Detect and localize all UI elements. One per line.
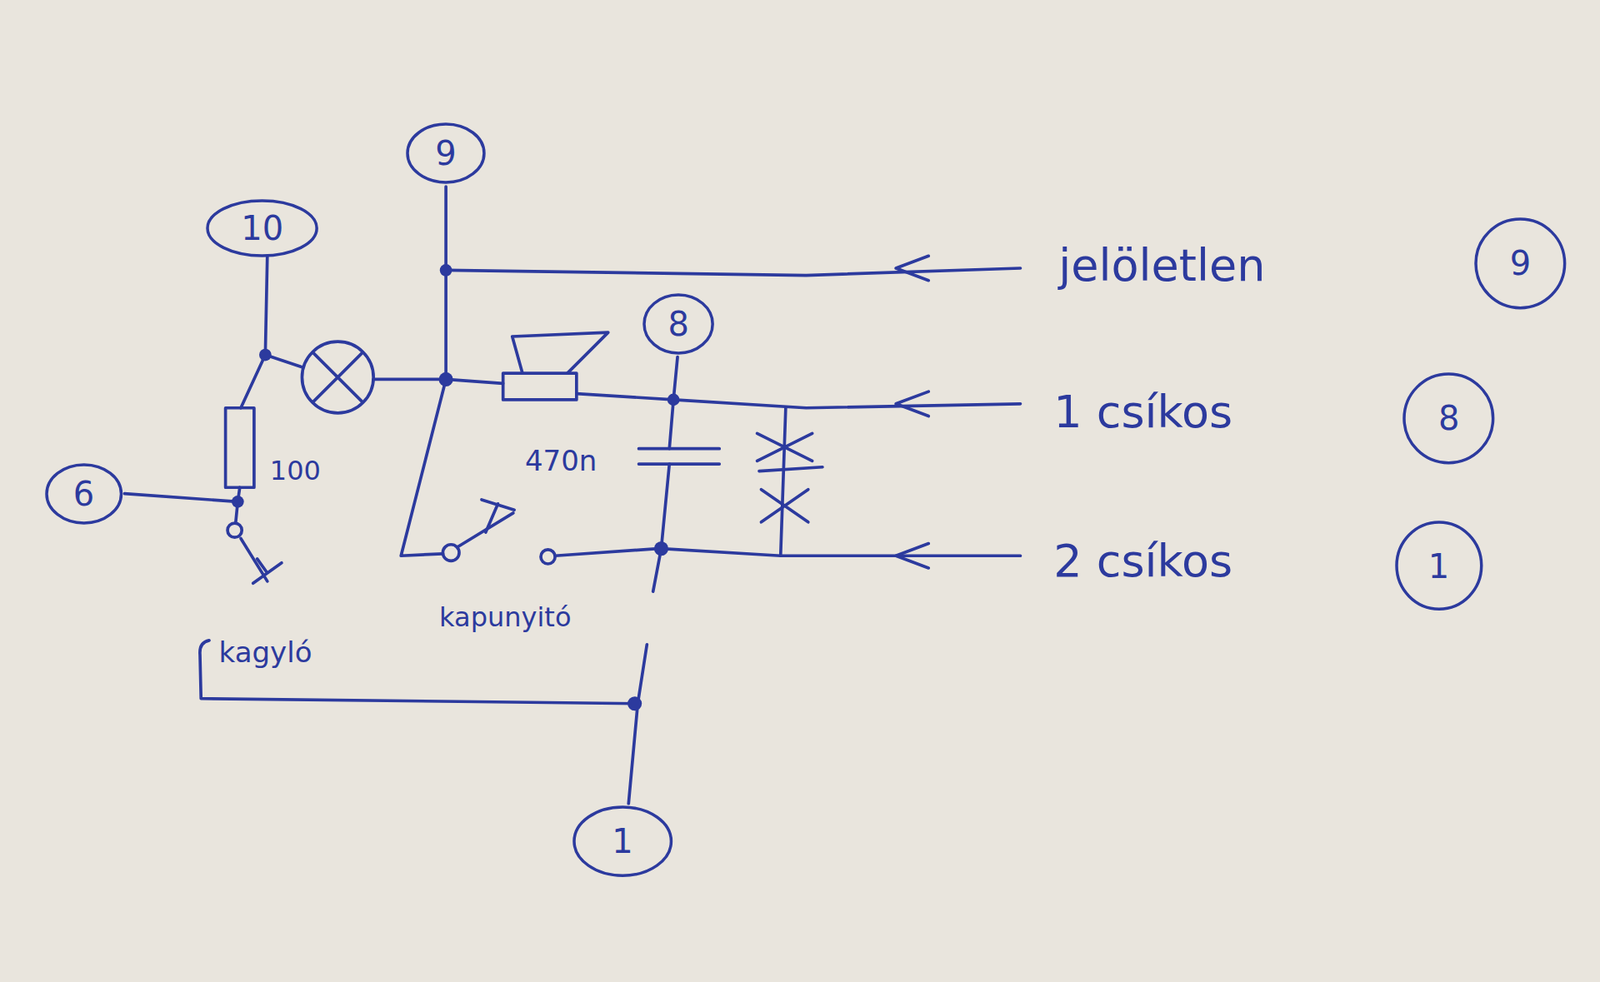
wire-label: 470n <box>522 445 600 477</box>
switch-button <box>481 500 515 533</box>
junction-dot <box>231 495 245 509</box>
wire-label: 1 csíkos <box>1050 387 1235 437</box>
speaker-symbol <box>512 332 609 374</box>
wire <box>445 268 1020 276</box>
wire-label: kapunyitó <box>436 603 574 633</box>
terminal-number: 10 <box>240 211 284 245</box>
wire <box>240 355 265 409</box>
wire <box>660 549 1020 557</box>
arrow-head <box>895 391 929 416</box>
wire-label: 2 csíkos <box>1050 536 1235 586</box>
junction-dot <box>627 696 642 711</box>
arrow-head <box>895 544 929 569</box>
coil-symbol <box>757 433 823 523</box>
terminal-circle: 9 <box>1473 216 1568 311</box>
wire <box>780 408 786 557</box>
switch-button <box>253 559 282 584</box>
capacitor-symbol <box>639 449 720 465</box>
wire <box>400 379 446 556</box>
wire <box>445 379 504 384</box>
terminal-outline <box>644 295 713 354</box>
junction-dot <box>667 394 680 407</box>
wire-label: 100 <box>267 456 324 486</box>
terminal-circle: 6 <box>44 462 125 526</box>
terminal-circle: 9 <box>405 121 487 185</box>
terminal-number: 8 <box>668 307 690 341</box>
switch-contact <box>540 550 555 565</box>
lamp-symbol <box>313 353 363 403</box>
resistor-symbol <box>225 408 255 488</box>
terminal-number: 1 <box>611 825 633 859</box>
wire <box>673 400 1020 409</box>
terminal-number: 9 <box>1510 246 1531 280</box>
terminal-number: 6 <box>73 477 95 511</box>
wire <box>555 549 659 557</box>
terminal-outline <box>46 465 121 524</box>
terminal-circle: 1 <box>571 805 674 879</box>
terminal-number: 1 <box>1428 550 1450 584</box>
terminal-outline <box>1475 219 1565 309</box>
wire <box>660 464 670 550</box>
wire <box>373 378 446 382</box>
junction-dot <box>440 264 453 277</box>
terminal-number: 8 <box>1438 401 1460 435</box>
wire <box>628 549 661 805</box>
terminal-circle: 8 <box>1401 371 1496 466</box>
speaker-symbol <box>503 373 577 400</box>
switch-contact <box>227 523 242 538</box>
terminal-circle: 8 <box>641 292 715 356</box>
junction-dot <box>259 349 272 362</box>
wire-label: kagyló <box>216 637 315 669</box>
wire <box>124 494 238 503</box>
terminal-number: 9 <box>435 136 456 170</box>
wire <box>669 400 674 450</box>
terminal-outline <box>1396 522 1482 610</box>
terminal-outline <box>207 200 317 256</box>
lamp-symbol <box>301 341 374 414</box>
arrow-head <box>895 255 929 280</box>
terminal-outline <box>1404 374 1494 464</box>
junction-dot <box>654 541 669 556</box>
wire <box>265 255 267 355</box>
junction-dot <box>439 372 454 387</box>
terminal-circle: 1 <box>1394 520 1485 612</box>
terminal-circle: 10 <box>205 198 320 259</box>
wire <box>576 394 674 400</box>
wire <box>444 186 448 380</box>
terminal-outline <box>407 124 485 183</box>
terminal-outline <box>574 807 671 876</box>
wire-label: jelöletlen <box>1055 240 1268 290</box>
wire <box>673 357 678 400</box>
